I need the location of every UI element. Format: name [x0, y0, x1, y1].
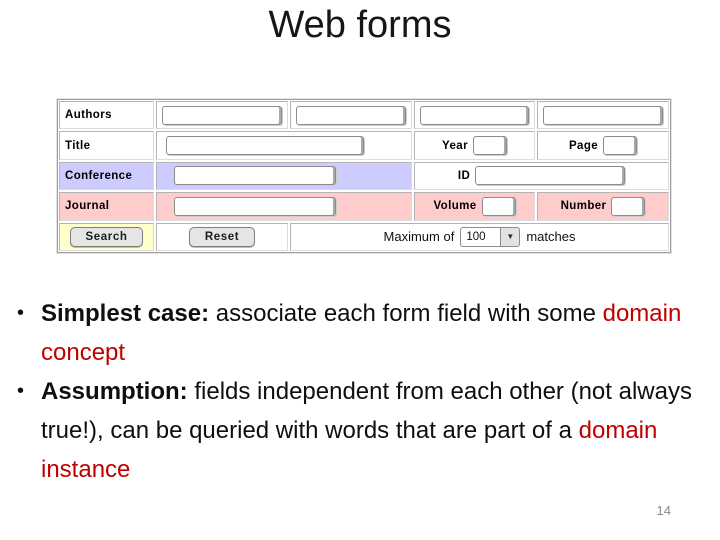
authors-cell-1: [156, 101, 288, 130]
page-input[interactable]: [603, 136, 638, 156]
reset-cell: Reset: [156, 222, 288, 251]
bullet-marker: •: [17, 380, 25, 402]
bullet-text-2: Assumption: fields independent from each…: [41, 372, 705, 489]
max-matches-prefix: Maximum of: [383, 229, 455, 245]
title-label-cell: Title: [59, 131, 154, 160]
bullet-text-1: Simplest case: associate each form field…: [41, 294, 705, 372]
max-matches-value: 100: [460, 226, 501, 247]
authors-cell-2: [290, 101, 412, 130]
volume-cell: Volume: [414, 192, 535, 221]
search-button[interactable]: Search: [69, 226, 144, 247]
number-input[interactable]: [611, 196, 646, 216]
number-cell: Number: [537, 192, 669, 221]
max-matches-select[interactable]: 100 ▼: [460, 226, 521, 247]
volume-input[interactable]: [481, 196, 516, 216]
authors-label: Authors: [65, 109, 112, 122]
authors-cell-4: [537, 101, 669, 130]
journal-label: Journal: [65, 200, 110, 213]
conference-input[interactable]: [174, 166, 336, 186]
title-input-cell: [156, 131, 412, 160]
journal-input-cell: [156, 192, 412, 221]
id-input[interactable]: [475, 166, 626, 186]
bullet-item-1: • Simplest case: associate each form fie…: [17, 294, 705, 372]
authors-cell-3: [414, 101, 535, 130]
title-label: Title: [65, 139, 91, 152]
year-input[interactable]: [472, 136, 507, 156]
title-input[interactable]: [166, 136, 364, 156]
reset-button[interactable]: Reset: [188, 226, 256, 247]
conference-label-cell: Conference: [59, 161, 154, 191]
conference-input-cell: [156, 161, 412, 191]
page-label: Page: [568, 139, 599, 152]
page-number: 14: [656, 503, 671, 518]
search-form: Authors Title Year Page C: [57, 99, 671, 253]
bullet-1-body: associate each form field with some: [209, 300, 603, 327]
dropdown-arrow-icon[interactable]: ▼: [500, 226, 521, 247]
conference-label: Conference: [65, 169, 133, 182]
journal-label-cell: Journal: [59, 192, 154, 221]
bullet-1-lead: Simplest case:: [41, 300, 210, 327]
year-cell: Year: [414, 131, 535, 160]
id-cell: ID: [414, 161, 669, 191]
number-label: Number: [560, 200, 607, 213]
bullet-2-lead: Assumption:: [41, 378, 188, 405]
volume-label: Volume: [433, 200, 477, 213]
authors-label-cell: Authors: [59, 101, 154, 130]
search-cell: Search: [59, 222, 154, 251]
bullet-2-highlight: domain instance: [41, 417, 658, 483]
bullet-marker: •: [17, 302, 25, 324]
max-matches-cell: Maximum of 100 ▼ matches: [290, 222, 669, 251]
authors-input-4[interactable]: [543, 105, 663, 125]
bullet-list: • Simplest case: associate each form fie…: [17, 294, 705, 489]
authors-input-3[interactable]: [420, 105, 529, 125]
authors-input-2[interactable]: [296, 105, 406, 125]
bullet-1-highlight: domain concept: [41, 300, 682, 366]
id-label: ID: [457, 169, 471, 182]
bullet-item-2: • Assumption: fields independent from ea…: [17, 372, 705, 489]
page-cell: Page: [537, 131, 669, 160]
journal-input[interactable]: [174, 196, 336, 216]
max-matches-suffix: matches: [526, 229, 576, 245]
authors-input-1[interactable]: [162, 105, 282, 125]
page-title: Web forms: [268, 4, 452, 46]
bullet-2-body: fields independent from each other (not …: [41, 378, 692, 444]
year-label: Year: [442, 139, 468, 152]
